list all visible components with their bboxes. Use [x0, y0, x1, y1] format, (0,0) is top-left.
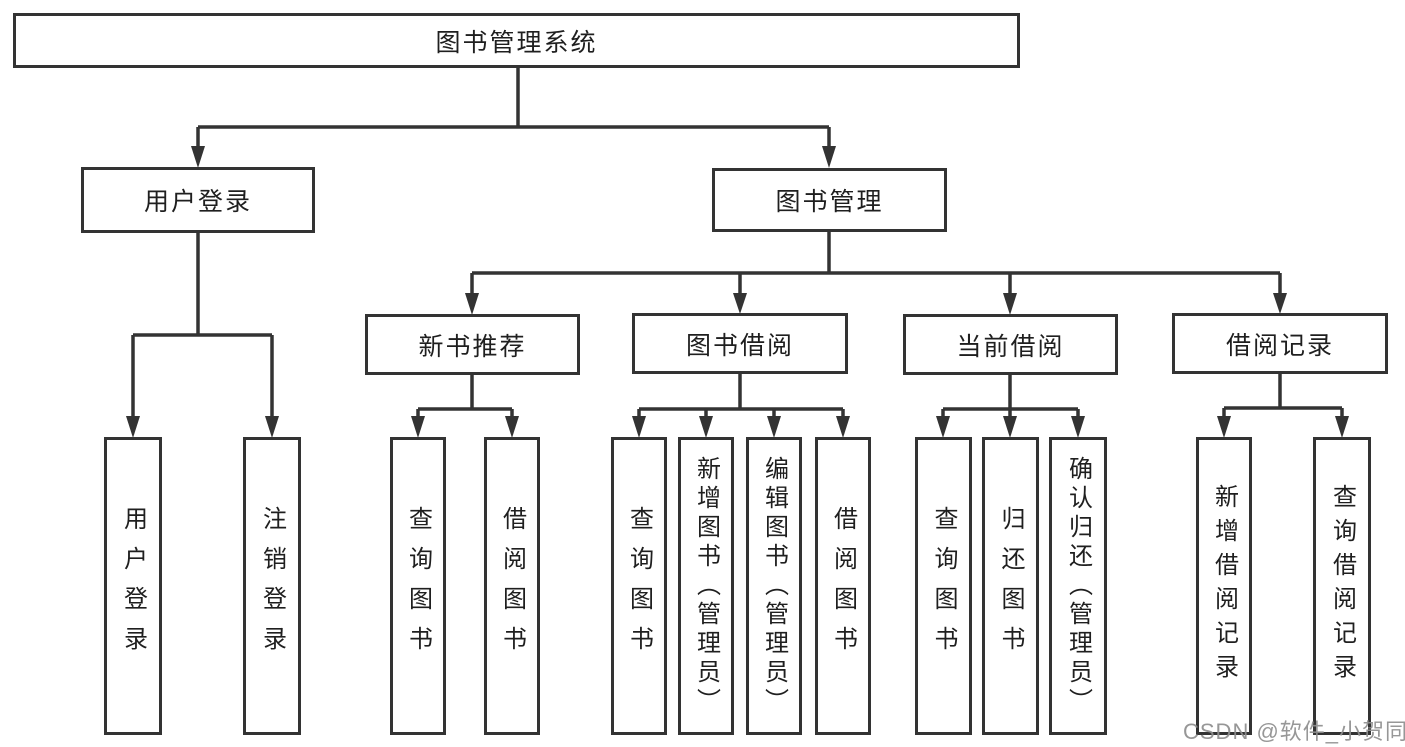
connector-new-books: [416, 375, 514, 420]
leaf-borrow-query-books: 查询图书: [611, 437, 667, 735]
leaf-current-query-books-label: 查询图书: [930, 506, 957, 666]
leaf-current-return-books-label: 归还图书: [997, 506, 1024, 666]
connector-current-borrow: [941, 375, 1080, 420]
connector-root: [196, 66, 831, 150]
leaf-user-login: 用户登录: [104, 437, 162, 735]
leaf-current-query-books: 查询图书: [915, 437, 972, 735]
node-book-mgmt: 图书管理: [712, 168, 947, 232]
leaf-newbooks-query-books: 查询图书: [390, 437, 446, 735]
node-current-borrow: 当前借阅: [903, 314, 1118, 375]
node-borrow-records-label: 借阅记录: [1225, 331, 1334, 360]
leaf-logout: 注销登录: [243, 437, 301, 735]
leaf-user-login-label: 用户登录: [119, 506, 147, 666]
node-book-borrow-label: 图书借阅: [685, 331, 794, 360]
leaf-current-confirm-return: 确认归还（管理员）: [1049, 437, 1107, 735]
leaf-borrow-add-books: 新增图书（管理员）: [678, 437, 734, 735]
connector-book-borrow: [637, 373, 845, 420]
leaf-records-add-record: 新增借阅记录: [1196, 437, 1252, 735]
connector-borrow-records: [1222, 374, 1344, 420]
node-new-books-label: 新书推荐: [418, 332, 527, 361]
arrow-down-icons: [126, 146, 1349, 438]
leaf-borrow-edit-books-label: 编辑图书（管理员）: [760, 455, 788, 717]
node-borrow-records: 借阅记录: [1172, 313, 1388, 374]
leaf-borrow-query-books-label: 查询图书: [625, 506, 653, 666]
leaf-newbooks-query-books-label: 查询图书: [404, 506, 432, 666]
node-book-mgmt-label: 图书管理: [775, 188, 884, 216]
leaf-records-query-record: 查询借阅记录: [1313, 437, 1371, 735]
node-root-label: 图书管理系统: [435, 28, 598, 57]
node-user-login: 用户登录: [81, 167, 315, 233]
csdn-watermark: CSDN @软件_小贺同学: [1183, 719, 1405, 744]
leaf-borrow-edit-books: 编辑图书（管理员）: [746, 437, 802, 735]
node-book-borrow: 图书借阅: [632, 313, 848, 374]
leaf-current-confirm-return-label: 确认归还（管理员）: [1064, 455, 1092, 717]
node-user-login-label: 用户登录: [143, 188, 252, 216]
leaf-records-add-record-label: 新增借阅记录: [1210, 484, 1238, 688]
leaf-newbooks-borrow-books: 借阅图书: [484, 437, 540, 735]
leaf-borrow-borrow-books: 借阅图书: [815, 437, 871, 735]
connector-book-mgmt: [470, 230, 1282, 297]
connector-user-login: [131, 233, 274, 420]
leaf-borrow-borrow-books-label: 借阅图书: [829, 506, 857, 666]
leaf-borrow-add-books-label: 新增图书（管理员）: [692, 455, 720, 717]
leaf-newbooks-borrow-books-label: 借阅图书: [498, 506, 526, 666]
leaf-current-return-books: 归还图书: [982, 437, 1039, 735]
leaf-records-query-record-label: 查询借阅记录: [1328, 484, 1356, 688]
node-current-borrow-label: 当前借阅: [956, 332, 1065, 361]
leaf-logout-label: 注销登录: [258, 506, 286, 666]
node-root: 图书管理系统: [13, 13, 1020, 68]
node-new-books: 新书推荐: [365, 314, 580, 375]
